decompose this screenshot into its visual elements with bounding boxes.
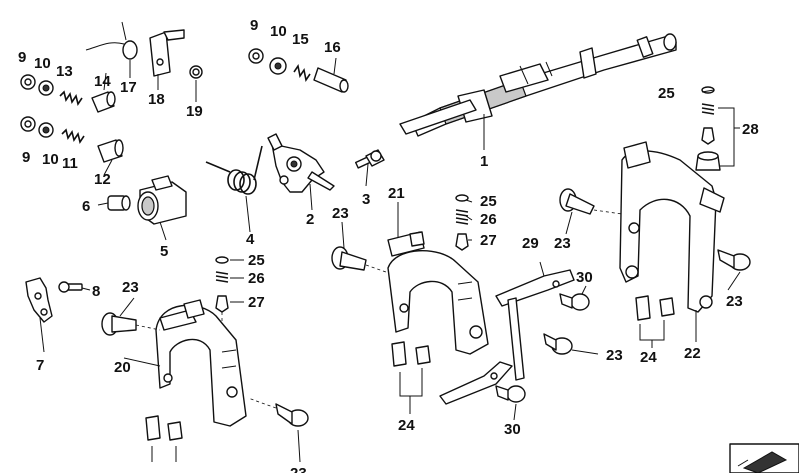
callout-30-lower: 30 xyxy=(504,421,521,438)
callout-23-fork21: 23 xyxy=(332,205,349,222)
callout-5: 5 xyxy=(160,243,168,260)
callout-30-upper: 30 xyxy=(576,269,593,286)
bushing-6-part xyxy=(107,195,131,211)
callout-labels: 1 2 3 4 5 6 7 8 9 9 9 10 10 10 11 12 13 … xyxy=(18,17,759,473)
callout-20: 20 xyxy=(114,359,131,376)
callout-9-middle: 9 xyxy=(250,17,258,34)
shift-fork-20-part xyxy=(155,299,247,427)
callout-6: 6 xyxy=(82,198,90,215)
callout-9-lower-left: 9 xyxy=(22,149,30,166)
callout-16: 16 xyxy=(324,39,341,56)
callout-15: 15 xyxy=(292,31,309,48)
callout-14: 14 xyxy=(94,73,111,90)
sleeve-5-part xyxy=(137,175,187,225)
pins-23-parts xyxy=(101,188,751,427)
callout-23-fork22: 23 xyxy=(554,235,571,252)
callout-29: 29 xyxy=(522,235,539,252)
callout-7: 7 xyxy=(36,357,44,374)
selector-plate-part xyxy=(267,133,335,193)
callout-21: 21 xyxy=(388,185,405,202)
callout-4: 4 xyxy=(246,231,255,248)
callout-10-middle: 10 xyxy=(270,23,287,40)
blocks-24-parts xyxy=(145,295,675,441)
callout-10-lower-left: 10 xyxy=(42,151,59,168)
callout-9-upper-left: 9 xyxy=(18,49,26,66)
upper-middle-small-parts xyxy=(248,48,349,93)
callout-27-left: 27 xyxy=(248,294,265,311)
callout-23-right: 23 xyxy=(726,293,743,310)
callout-1: 1 xyxy=(480,153,488,170)
callout-24-right: 24 xyxy=(640,349,657,366)
callout-23-fork20: 23 xyxy=(122,279,139,296)
shift-fork-21-part xyxy=(387,231,489,355)
upper-left-small-parts xyxy=(20,74,124,163)
screw-8-part xyxy=(58,281,83,293)
callout-25-right: 25 xyxy=(658,85,675,102)
diagram-corner-symbol xyxy=(729,443,799,473)
callout-28: 28 xyxy=(742,121,759,138)
callout-25-left: 25 xyxy=(248,252,265,269)
callout-22: 22 xyxy=(684,345,701,362)
screws-30-parts xyxy=(495,293,590,403)
callout-19: 19 xyxy=(186,103,203,120)
torsion-spring-part xyxy=(205,145,263,233)
shift-fork-22-part xyxy=(619,141,725,313)
callout-11: 11 xyxy=(62,155,78,172)
detent-parts-middle xyxy=(455,194,469,251)
bolt-3-part xyxy=(354,149,385,169)
callout-8: 8 xyxy=(92,283,100,300)
detent-parts-right xyxy=(695,86,721,171)
callout-27-middle: 27 xyxy=(480,232,497,249)
callout-13: 13 xyxy=(56,63,73,80)
callout-18: 18 xyxy=(148,91,165,108)
callout-2: 2 xyxy=(306,211,314,228)
callout-12: 12 xyxy=(94,171,111,188)
callout-23-center: 23 xyxy=(606,347,623,364)
callout-25-middle: 25 xyxy=(480,193,497,210)
bracket-7-part xyxy=(25,277,53,323)
callout-10-upper-left: 10 xyxy=(34,55,51,72)
detent-parts-left xyxy=(215,256,229,330)
callout-3: 3 xyxy=(362,191,370,208)
callout-26-left: 26 xyxy=(248,270,265,287)
lever-29-part xyxy=(439,269,575,405)
callout-17: 17 xyxy=(120,79,137,96)
callout-23-bottom: 23 xyxy=(290,465,307,473)
shift-shaft-part xyxy=(399,33,677,137)
callout-26-middle: 26 xyxy=(480,211,497,228)
upper-center-small-parts xyxy=(85,21,203,79)
leader-lines xyxy=(39,57,741,463)
callout-24-center: 24 xyxy=(398,417,415,434)
